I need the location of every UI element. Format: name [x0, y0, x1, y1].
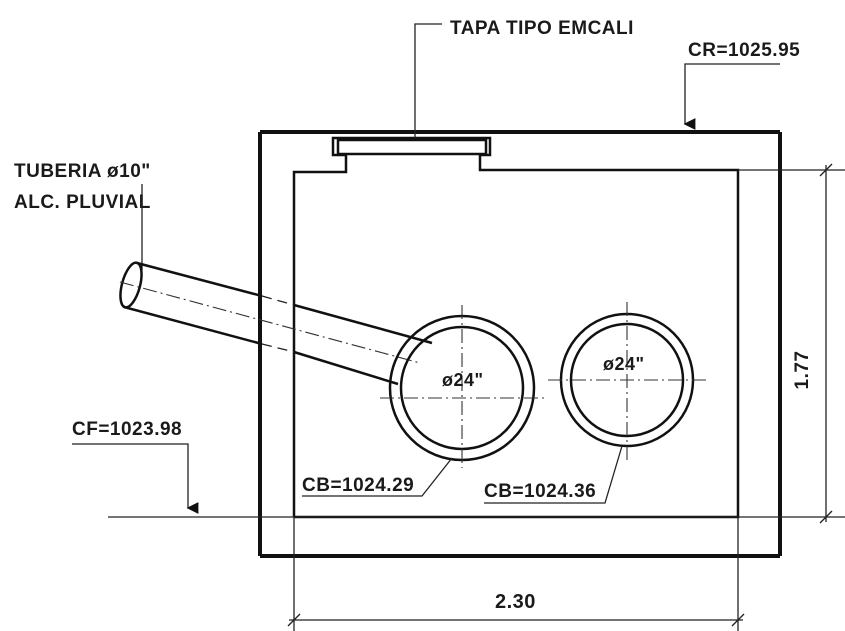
box-outer-wall: [258, 130, 782, 558]
tuberia-label-line1: TUBERIA ø10": [14, 161, 151, 182]
lid-tapa: [336, 138, 488, 156]
cf-leader: [72, 443, 845, 518]
cb-right-leader: [484, 445, 623, 504]
pipe-right-24in: [548, 302, 708, 462]
cb-left-leader: [302, 457, 453, 497]
tuberia-label-line2: ALC. PLUVIAL: [14, 192, 151, 213]
height-dimension: [738, 163, 845, 524]
cb-left-label: CB=1024.29: [302, 475, 414, 496]
pipe-left-24in: [380, 305, 548, 468]
width-dimension: [287, 517, 745, 631]
height-dimension-label: 1.77: [792, 351, 813, 390]
inlet-pipe-10in: [119, 261, 433, 386]
box-inner-chamber: [292, 136, 740, 519]
cb-right-label: CB=1024.36: [484, 481, 596, 502]
pipe-left-diameter-label: ø24": [442, 370, 484, 390]
cr-leader: [685, 63, 780, 124]
tapa-leader: [414, 23, 442, 138]
pipe-right-diameter-label: ø24": [603, 354, 645, 374]
width-dimension-label: 2.30: [495, 591, 536, 613]
cr-label: CR=1025.95: [688, 40, 800, 61]
cf-label: CF=1023.98: [72, 419, 182, 440]
tapa-label: TAPA TIPO EMCALI: [450, 18, 634, 39]
